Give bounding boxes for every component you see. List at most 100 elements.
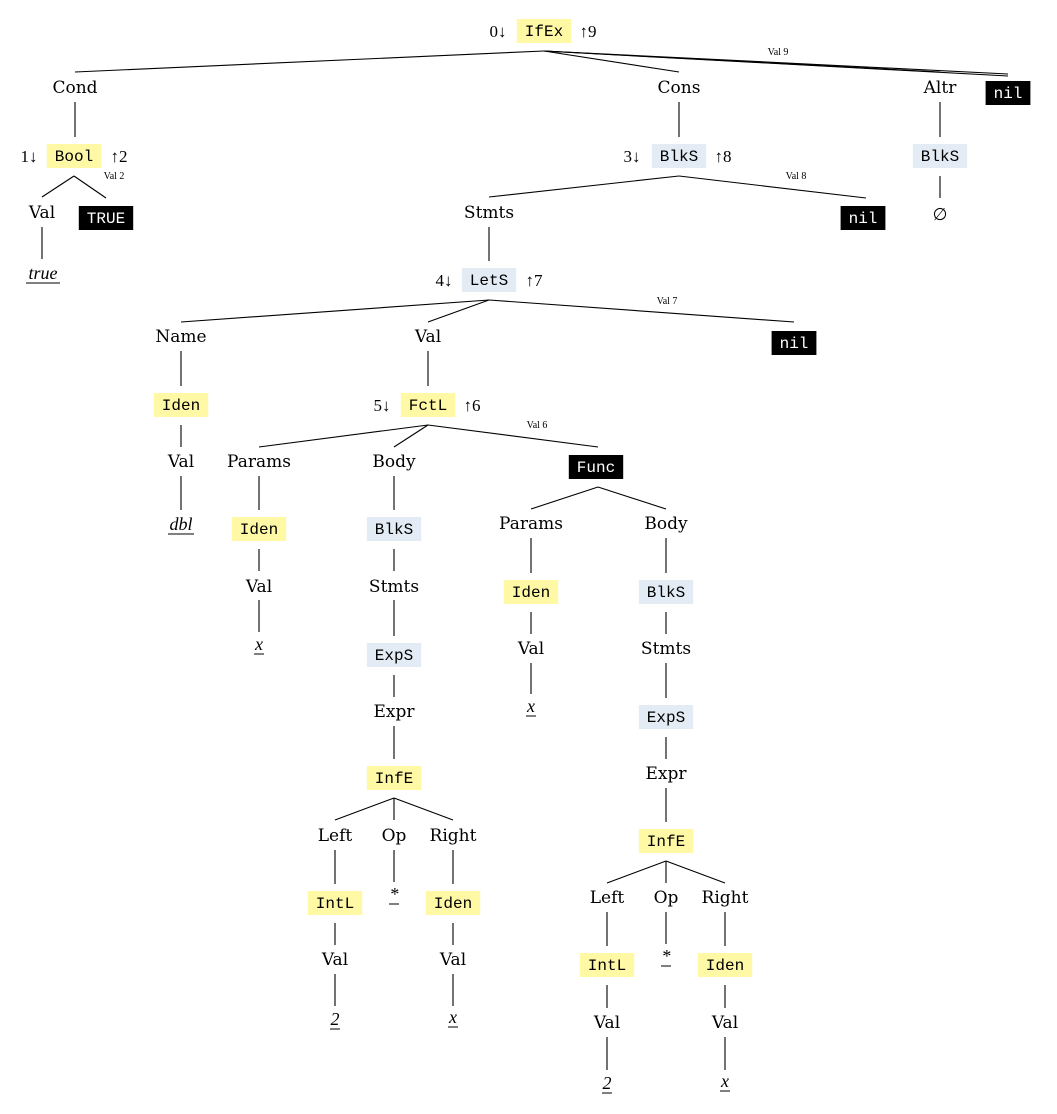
node-bool-text: Bool (55, 148, 93, 166)
tree-edge (73, 175, 107, 199)
node-cond-text: Cond (52, 78, 97, 98)
node-nil8: nil (840, 206, 886, 230)
node-body1-text: Body (372, 452, 416, 472)
node-x4-text: x (720, 1071, 729, 1091)
node-exps2-text: ExpS (647, 709, 685, 727)
node-right2: Right (702, 888, 749, 908)
node-ival1-text: Val (167, 452, 194, 472)
node-x1: x (254, 634, 264, 655)
node-star2: * (661, 946, 671, 967)
node-dbl-text: dbl (169, 514, 192, 534)
node-left2: Left (590, 888, 625, 908)
node-intl1-box (307, 891, 363, 915)
node-blks2: BlkS (366, 517, 422, 541)
node-blks3-text: BlkS (647, 584, 685, 602)
node-fctl-box (400, 393, 456, 417)
node-empty: ∅ (933, 205, 948, 225)
tree-edge (393, 424, 429, 448)
node-ival1: Val (167, 452, 194, 472)
node-blks1-box (651, 144, 707, 168)
val-7-tag: Val 7 (657, 296, 678, 307)
node-iden1-box (153, 393, 209, 417)
node-altblk-text: BlkS (921, 148, 959, 166)
node-val_r2-text: Val (711, 1013, 738, 1033)
node-lval: Val (414, 327, 441, 347)
node-expr1-text: Expr (373, 702, 415, 722)
node-name: Name (155, 327, 206, 347)
node-params1: Params (227, 452, 291, 472)
node-altr-text: Altr (923, 78, 958, 98)
node-iden4-text: Iden (512, 584, 550, 602)
node-body2: Body (644, 514, 688, 534)
node-pval4-text: Val (517, 639, 544, 659)
node-iden3: Iden (425, 891, 481, 915)
node-bval: Val (28, 203, 55, 223)
node-iden2: Iden (231, 517, 287, 541)
fctl-post-order: ↑6 (464, 396, 481, 415)
node-infe1-box (366, 766, 422, 790)
node-blks2-text: BlkS (375, 521, 413, 539)
node-op2-text: Op (654, 888, 679, 908)
node-x3: x (526, 696, 536, 717)
tree-edge (74, 50, 545, 73)
node-fctl-text: FctL (409, 397, 447, 415)
lets-pre-order: 4↓ (436, 271, 453, 290)
node-lets-box (461, 268, 517, 292)
node-op1: Op (382, 826, 407, 846)
node-intl1: IntL (307, 891, 363, 915)
tree-edge (258, 424, 429, 448)
tree-annotations: 0↓ ↑9 1↓ ↑2 3↓ ↑8 4↓ ↑7 5↓ ↑6 Val 9 Val … (21, 22, 807, 431)
node-params2-text: Params (499, 514, 563, 534)
node-lets-text: LetS (470, 272, 508, 290)
tree-edge (678, 175, 867, 199)
node-btrue-box (78, 206, 134, 230)
node-op2: Op (654, 888, 679, 908)
node-op1-text: Op (382, 826, 407, 846)
node-blks1: BlkS (651, 144, 707, 168)
tree-edges (41, 50, 1009, 1070)
node-dbl: dbl (168, 514, 194, 535)
val-8-tag: Val 8 (786, 171, 807, 182)
node-func-text: Func (577, 459, 615, 477)
bool-pre-order: 1↓ (21, 147, 38, 166)
node-btrue: TRUE (78, 206, 134, 230)
node-val_i1: Val (321, 950, 348, 970)
node-val_i2-text: Val (593, 1013, 620, 1033)
bool-post-order: ↑2 (111, 147, 128, 166)
blks-post-order: ↑8 (715, 147, 732, 166)
tree-edge (606, 860, 667, 884)
node-iden5-box (697, 953, 753, 977)
node-func: Func (568, 455, 624, 479)
node-x1-text: x (254, 634, 263, 654)
node-name-text: Name (155, 327, 206, 347)
lets-post-order: ↑7 (526, 271, 544, 290)
node-expr1: Expr (373, 702, 415, 722)
node-left1: Left (318, 826, 353, 846)
node-iden5-text: Iden (706, 957, 744, 975)
node-params2: Params (499, 514, 563, 534)
node-btrue-text: TRUE (87, 210, 125, 228)
node-right1-text: Right (430, 826, 477, 846)
node-star2-text: * (662, 946, 671, 966)
node-nil7-box (771, 331, 817, 355)
node-blks3: BlkS (638, 580, 694, 604)
node-intl2-box (579, 953, 635, 977)
node-exps2-box (638, 705, 694, 729)
tree-edge (543, 50, 680, 73)
node-exps1: ExpS (366, 643, 422, 667)
node-nil9-text: nil (994, 85, 1023, 103)
node-x2: x (448, 1007, 458, 1028)
node-empty-text: ∅ (933, 205, 948, 225)
node-infe1-text: InfE (375, 770, 413, 788)
node-x3-text: x (526, 696, 535, 716)
node-two2: 2 (602, 1073, 612, 1094)
node-bool-box (46, 144, 102, 168)
node-iden4: Iden (503, 580, 559, 604)
node-blks3-box (638, 580, 694, 604)
node-stmts1-text: Stmts (464, 203, 514, 223)
val-2-tag: Val 2 (104, 171, 125, 182)
node-pval4: Val (517, 639, 544, 659)
node-iden1-text: Iden (162, 397, 200, 415)
